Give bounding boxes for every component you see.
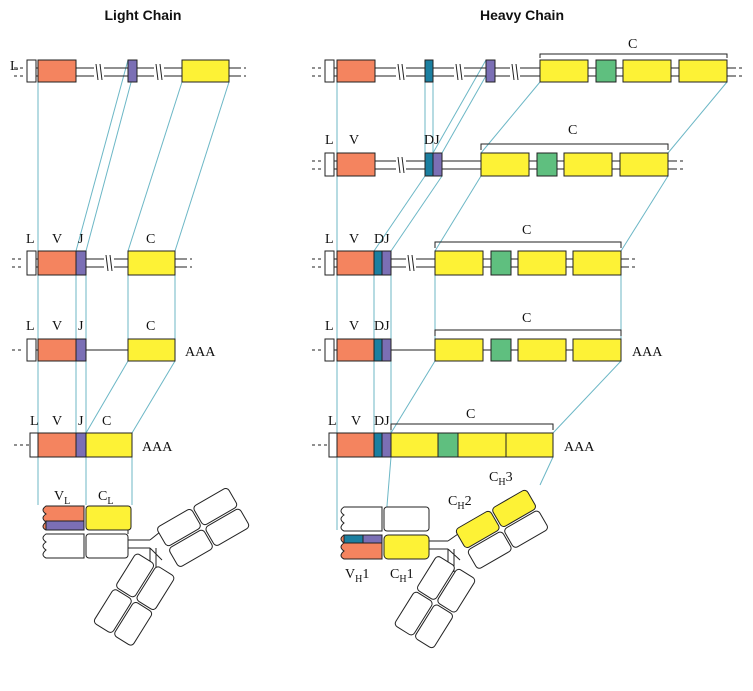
svg-text:V: V [52,232,62,247]
svg-text:C: C [522,311,531,326]
svg-text:V: V [349,232,359,247]
light-mrna-row: L V J C AAA [14,414,173,458]
heavy-germline-row: L V D J C [312,37,742,83]
heavy-dj-row: L V DJ C [312,123,684,177]
heavy-chain-title: Heavy Chain [480,7,564,23]
svg-text:DJ: DJ [424,133,440,148]
svg-text:J: J [78,319,84,334]
svg-text:J: J [78,414,84,429]
poly-a-tail: AAA [185,345,216,360]
ch2-label: CH2 [448,494,472,512]
heavy-chain-protein: VH1 CH1 CH2 CH3 [340,470,548,649]
svg-text:L: L [325,133,334,148]
light-chain-title: Light Chain [105,7,182,23]
svg-text:C: C [102,414,111,429]
c-segment [181,59,230,83]
light-germline-row: L V J C [10,59,246,83]
svg-text:V: V [52,319,62,334]
svg-text:L: L [30,414,39,429]
svg-text:V: V [349,133,359,148]
guide-lines [37,59,728,531]
vl-label: VL [54,489,70,507]
svg-text:V: V [349,319,359,334]
cl-label: CL [98,489,113,507]
svg-text:L: L [26,319,35,334]
svg-text:DJ: DJ [374,232,390,247]
svg-text:C: C [568,123,577,138]
svg-text:C: C [522,223,531,238]
svg-text:DJ: DJ [374,414,390,429]
svg-text:C: C [146,319,155,334]
svg-text:DJ: DJ [374,319,390,334]
j-segment [127,59,138,83]
light-rearranged-row: L V J C [12,232,192,276]
light-chain-protein: VL CL [42,487,250,646]
ch3-label: CH3 [489,470,513,488]
svg-text:V: V [52,414,62,429]
svg-text:L: L [26,232,35,247]
v-segment [37,59,77,83]
heavy-transcript-row: L V DJ C AAA [312,311,663,362]
svg-text:V: V [351,414,361,429]
vh1-label: VH1 [345,567,369,585]
svg-text:L: L [328,414,337,429]
svg-text:L: L [325,232,334,247]
svg-text:AAA: AAA [142,440,173,455]
svg-text:AAA: AAA [632,345,663,360]
svg-text:C: C [466,407,475,422]
svg-text:C: C [628,37,637,52]
svg-text:J: J [78,232,84,247]
leader-segment [26,59,37,83]
light-transcript-row: L V J C AAA [12,319,216,362]
ch1-label: CH1 [390,567,414,585]
svg-text:C: C [146,232,155,247]
heavy-vdj-row: L V DJ C [312,223,636,276]
svg-text:L: L [325,319,334,334]
heavy-mrna-row: L V DJ C AAA [312,407,595,458]
gene-label-l: L [10,59,19,74]
svg-text:AAA: AAA [564,440,595,455]
